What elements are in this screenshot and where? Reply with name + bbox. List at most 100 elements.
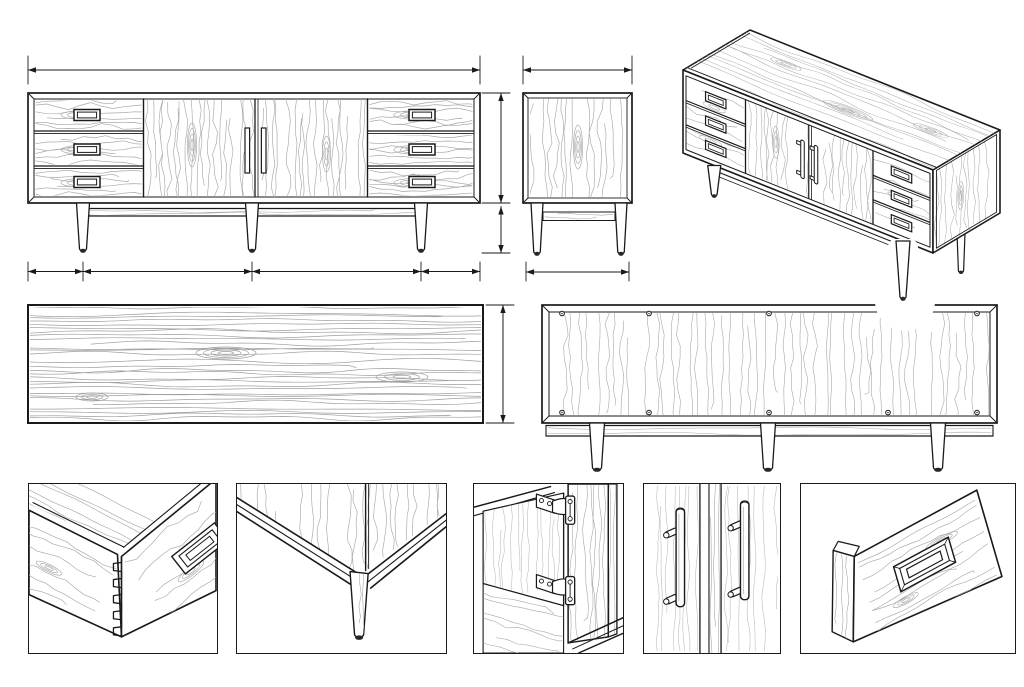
rect-line [707, 143, 724, 155]
wood-grain [686, 31, 995, 169]
recessed-drawer-pull [73, 175, 101, 189]
rect-line [185, 535, 215, 562]
rect-line [170, 521, 217, 575]
recessed-drawer-pull [170, 521, 217, 575]
recessed-drawer-pull [704, 115, 727, 135]
wood-grain [530, 99, 624, 197]
path-line [614, 202, 628, 256]
circle-mark [727, 524, 734, 532]
arrowhead-icon [472, 268, 480, 275]
rect-line [707, 94, 724, 107]
dovetail-joint [112, 555, 123, 638]
screw-icon [887, 411, 889, 414]
detail-panel-leg [236, 483, 447, 654]
recessed-drawer-pull [890, 189, 913, 209]
arrowhead-icon [28, 67, 36, 73]
door-bar-handle [260, 127, 267, 174]
panel-outline [27, 304, 484, 424]
path-line [675, 508, 685, 513]
detail-drawer-dovetail-joint [29, 484, 217, 638]
edge-line [366, 519, 446, 584]
dimension-line [82, 268, 253, 275]
edge-line [567, 617, 623, 644]
wood-grain [822, 135, 873, 224]
plinth-rail [716, 175, 903, 251]
arrowhead-icon [252, 268, 260, 275]
rect-line [813, 144, 819, 185]
edge-line [989, 304, 998, 313]
arrowhead-icon [500, 415, 506, 423]
rect-line [893, 168, 910, 181]
plinth-rail [716, 170, 903, 247]
top-panel-view [27, 304, 515, 424]
wood-grain [483, 498, 562, 601]
wood-grain [834, 552, 850, 641]
path-line [929, 422, 947, 472]
edge-line [685, 102, 746, 128]
tapered-leg [929, 422, 947, 472]
leg-foot [80, 248, 86, 253]
recessed-drawer-pull [704, 139, 727, 159]
rect-line [76, 178, 98, 186]
edge-line [989, 415, 998, 424]
wood-grain [30, 307, 481, 421]
edge-line [626, 92, 633, 99]
wood-grain [358, 572, 365, 634]
wood-grain [834, 552, 850, 641]
recessed-drawer-pull [408, 175, 436, 189]
edge-line [363, 512, 446, 578]
leg-foot [958, 270, 964, 274]
door-bar-handle [727, 500, 750, 601]
edge-line [237, 510, 354, 587]
detail-tapered-leg [237, 484, 446, 640]
wood-grain [483, 498, 562, 601]
screw-icon [561, 312, 563, 315]
arrowhead-icon [498, 93, 504, 101]
circle-mark [727, 591, 734, 598]
drawer-side-face [29, 509, 123, 638]
front-elevation-view [27, 55, 511, 282]
wood-grain [260, 99, 366, 197]
leg-foot [249, 248, 255, 253]
edge-line [872, 199, 931, 224]
arrowhead-icon [498, 245, 504, 253]
wood-grain [483, 591, 564, 653]
detail-drawer-recessed-pull [831, 489, 1003, 643]
wood-grain [709, 484, 720, 653]
dimension-line [500, 304, 506, 424]
leg-foot [355, 635, 364, 640]
door-bar-handle [796, 139, 805, 180]
wood-grain [366, 484, 443, 570]
path-line [956, 232, 966, 274]
tapered-leg [413, 202, 429, 253]
rect-line [707, 118, 724, 131]
wood-grain [483, 591, 564, 653]
dimension-line [27, 268, 84, 275]
edge-line [237, 504, 357, 581]
board-end-cap [831, 549, 855, 643]
arrowhead-icon [523, 67, 531, 73]
edge-line [685, 100, 747, 125]
wood-grain [748, 101, 809, 198]
arrowhead-icon [526, 269, 534, 275]
screw-icon [976, 411, 978, 414]
wood-grain [366, 484, 443, 570]
edge-line [27, 196, 35, 204]
path-line [551, 578, 568, 596]
wood-grain [568, 484, 606, 641]
dimension-line [525, 269, 630, 275]
circle-mark [547, 581, 552, 587]
tapered-leg [956, 232, 966, 274]
hinge-icon [535, 493, 576, 525]
edge-line [900, 584, 905, 593]
arrowhead-icon [472, 67, 480, 73]
edge-line [369, 525, 446, 589]
path-line [588, 422, 606, 472]
edge-line [237, 496, 361, 576]
screw-icon [976, 312, 978, 315]
circle-mark [538, 498, 544, 504]
detail-door-handles [655, 484, 778, 653]
circle-mark [538, 578, 544, 584]
wood-grain [358, 572, 365, 634]
